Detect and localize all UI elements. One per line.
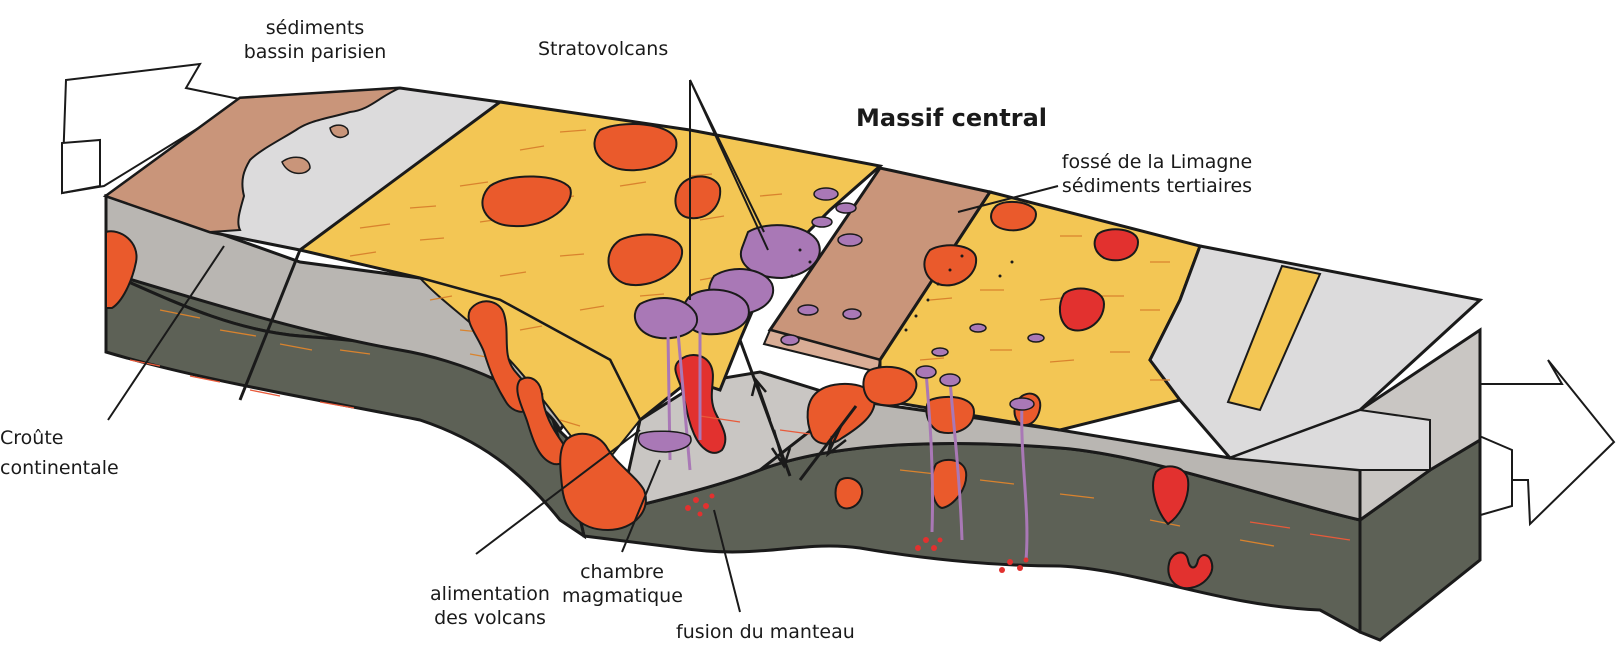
crust-body-center-3 — [925, 395, 976, 434]
magma-bodies — [105, 123, 1214, 590]
graben-sediment-dots — [790, 248, 1014, 332]
crust-left-face — [104, 193, 613, 433]
label-sediments-line2: bassin parisien — [243, 41, 387, 63]
right-grey-front — [1229, 408, 1431, 471]
small-volcanoes — [780, 187, 1045, 411]
label-alimentation-line1: alimentation — [430, 583, 550, 605]
right-extension-arrow — [1469, 359, 1616, 527]
label-chambre-line1: chambre — [580, 561, 664, 583]
crust-body-center-2 — [862, 365, 918, 407]
label-croute: Croûte continentale — [0, 426, 119, 480]
mantle-melt-spots — [685, 493, 1029, 573]
sediment-brown-islet — [281, 156, 311, 175]
volcano-4 — [633, 297, 699, 340]
pluton-8 — [1058, 287, 1106, 332]
granite-texture — [159, 125, 1275, 547]
label-sediments-parisien: sédiments bassin parisien — [240, 16, 390, 64]
label-limagne-line1: fossé de la Limagne — [1061, 151, 1253, 173]
label-croute-line1: Croûte — [0, 427, 64, 449]
mantle-root — [1167, 551, 1214, 590]
feeder-main — [559, 432, 647, 532]
label-limagne-line2: sédiments tertiaires — [1061, 175, 1253, 197]
magma-chamber — [637, 430, 692, 453]
label-sediments-line1: sédiments — [265, 17, 365, 39]
left-extension-arrow — [60, 62, 247, 195]
crust-body-center-1 — [806, 382, 876, 445]
crust-body-lower-2 — [834, 476, 864, 510]
label-limagne: fossé de la Limagne sédiments tertiaires — [1052, 150, 1262, 198]
pluton-3 — [674, 175, 722, 220]
label-alimentation-line2: des volcans — [434, 607, 546, 629]
label-stratovolcans: Stratovolcans — [538, 38, 669, 60]
crust-right-face — [759, 398, 1432, 522]
fault-arrows — [750, 377, 847, 469]
volcano-1 — [739, 224, 821, 280]
label-croute-line2: continentale — [0, 457, 119, 479]
diagram-title: Massif central — [856, 104, 1047, 132]
pluton-6 — [990, 200, 1038, 232]
volcano-vents — [666, 330, 1029, 561]
sediment-brown-top-left — [103, 87, 401, 234]
pluton-1 — [593, 123, 678, 172]
pluton-7 — [1093, 228, 1140, 262]
leader-lines — [107, 79, 1059, 613]
crust-body-left — [105, 230, 138, 309]
crust-body-right-2 — [1152, 465, 1190, 526]
yellow-band-right — [1226, 264, 1322, 412]
stratovolcans — [633, 224, 821, 340]
pluton-2 — [481, 175, 572, 228]
label-chambre-line2: magmatique — [562, 585, 683, 607]
label-chambre: chambre magmatique — [562, 560, 683, 608]
label-fusion: fusion du manteau — [676, 621, 855, 643]
label-alimentation: alimentation des volcans — [420, 582, 560, 630]
surface-right-grey — [1148, 244, 1484, 460]
pluton-4 — [607, 233, 684, 287]
sediment-brown-islet-2 — [329, 124, 349, 139]
